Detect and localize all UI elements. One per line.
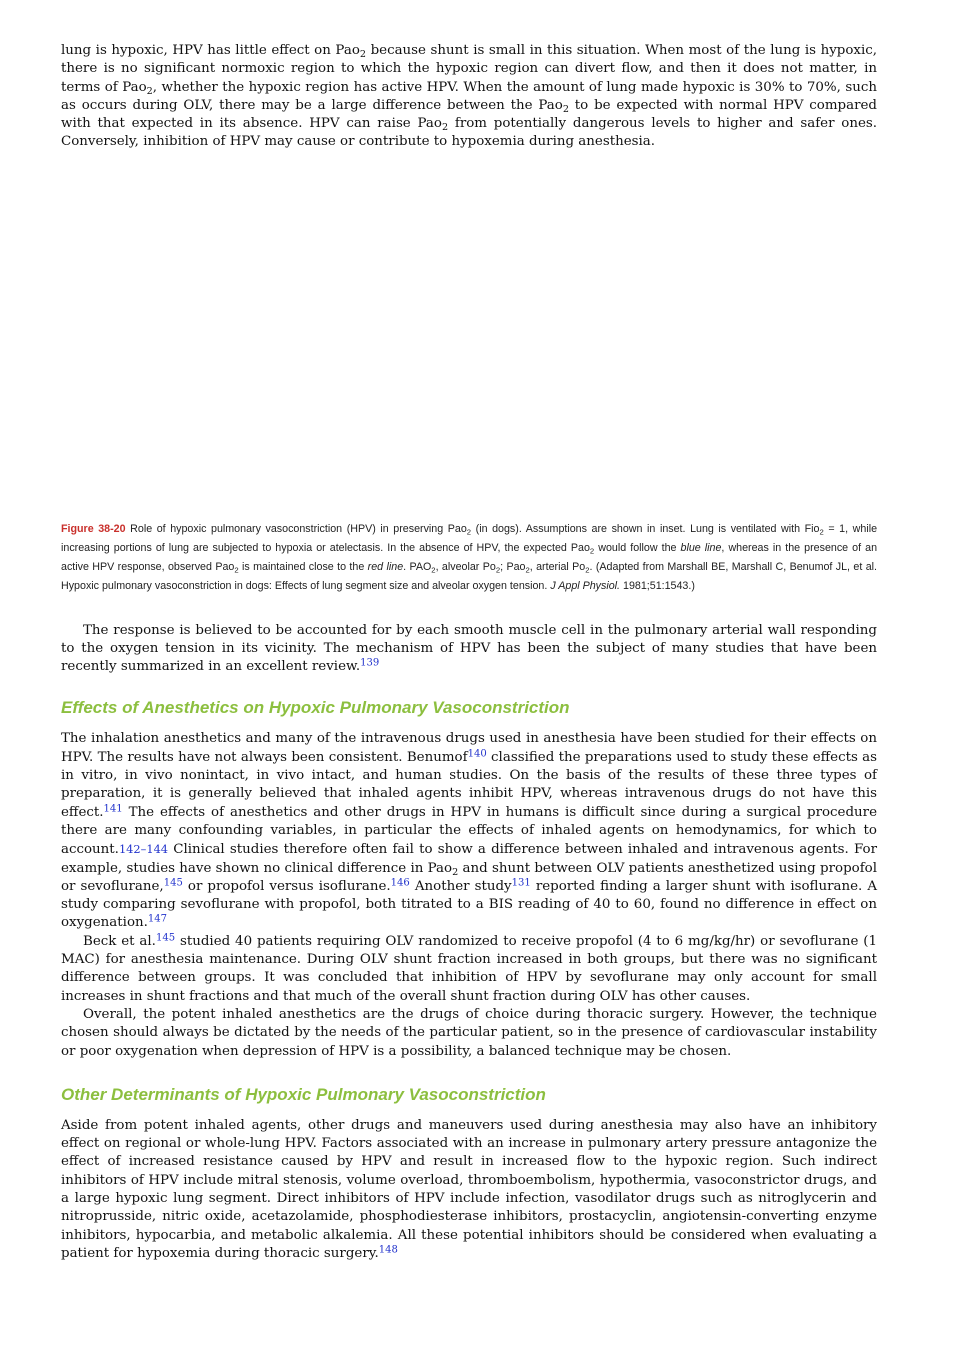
page-content: lung is hypoxic, HPV has little effect o…	[61, 42, 877, 1263]
citation-link[interactable]: 142–144	[118, 842, 169, 857]
paragraph-mechanism: The response is believed to be accounted…	[61, 622, 877, 675]
paragraph-beck-study: Beck et al.145 studied 40 patients requi…	[61, 932, 877, 1004]
citation-link[interactable]: 145	[163, 877, 183, 889]
paragraph-other-determinants: Aside from potent inhaled agents, other …	[61, 1117, 877, 1261]
paragraph-overall: Overall, the potent inhaled anesthetics …	[61, 1006, 877, 1059]
paragraph-inhalation-anesthetics: The inhalation anesthetics and many of t…	[61, 731, 878, 931]
citation-link[interactable]: 131	[511, 877, 531, 889]
citation-link[interactable]: 140	[467, 748, 487, 760]
citation-link[interactable]: 141	[103, 803, 123, 815]
section-heading-effects: Effects of Anesthetics on Hypoxic Pulmon…	[61, 698, 570, 718]
figure-caption: Figure 38-20 Role of hypoxic pulmonary v…	[61, 522, 878, 593]
citation-link[interactable]: 146	[390, 877, 410, 889]
paragraph-hpv-effect: lung is hypoxic, HPV has little effect o…	[61, 43, 877, 150]
citation-link[interactable]: 145	[155, 932, 176, 944]
citation-link[interactable]: 147	[147, 913, 168, 925]
figure-label: Figure 38-20	[61, 522, 126, 535]
citation-link[interactable]: 148	[378, 1244, 398, 1256]
section-heading-determinants: Other Determinants of Hypoxic Pulmonary …	[61, 1084, 546, 1104]
figure-area	[61, 152, 877, 520]
citation-link[interactable]: 139	[360, 657, 380, 669]
